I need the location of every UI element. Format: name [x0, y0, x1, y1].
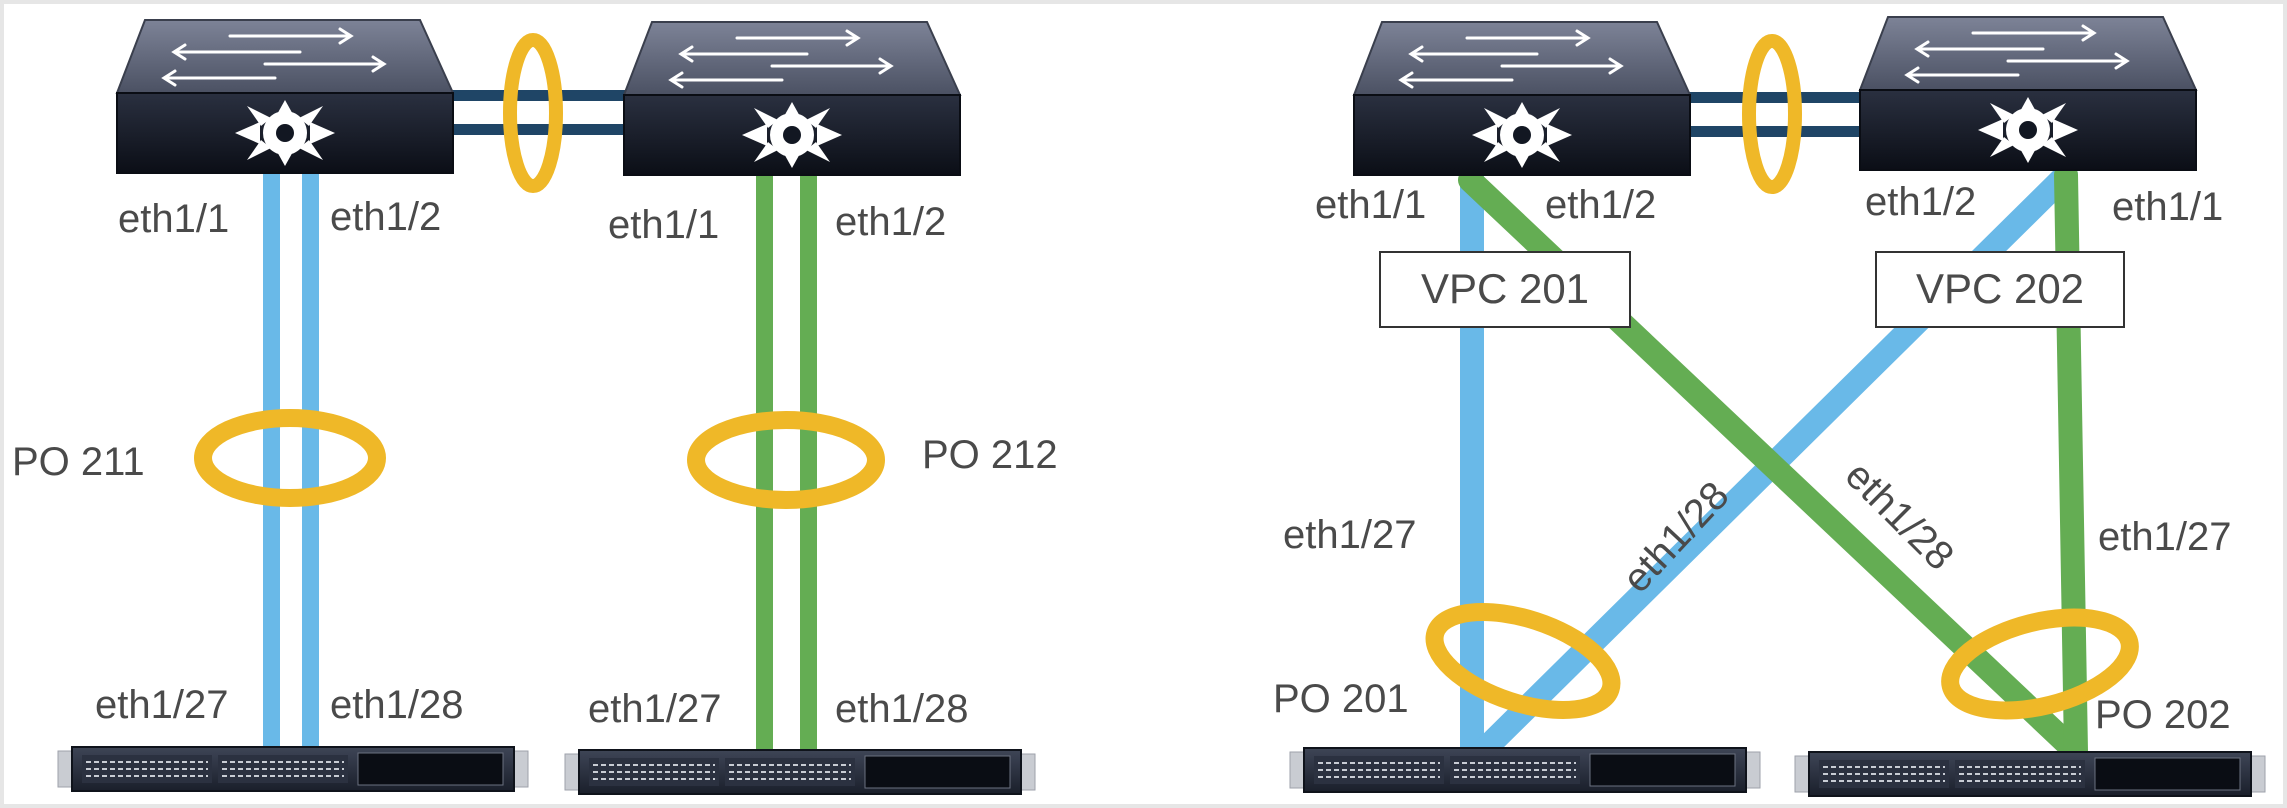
peer-link-ring-icon [503, 33, 563, 193]
port-label: eth1/2 [1865, 180, 1976, 224]
fabric-extender-icon [564, 749, 1036, 795]
port-label: eth1/27 [2098, 515, 2231, 559]
fabric-extender-icon [57, 746, 529, 792]
nexus-switch-icon [115, 18, 455, 175]
port-label: eth1/2 [1545, 183, 1656, 227]
peer-link-right [1680, 92, 1865, 137]
port-label: eth1/2 [835, 200, 946, 244]
port-label: eth1/1 [608, 203, 719, 247]
peer-link-ring-icon [1742, 34, 1802, 194]
port-label: eth1/1 [1315, 183, 1426, 227]
port-channel-label: PO 211 [12, 440, 145, 484]
port-label: eth1/28 [330, 683, 463, 727]
port-channel-label: PO 212 [922, 433, 1058, 477]
port-channel-ring-icon [1425, 602, 1621, 720]
port-label: eth1/27 [588, 687, 721, 731]
port-label: eth1/27 [1283, 513, 1416, 557]
port-label: eth1/1 [2112, 185, 2223, 229]
vpc-box-201: VPC 201 [1379, 251, 1631, 328]
port-label: eth1/1 [118, 197, 229, 241]
fabric-extender-icon [1794, 751, 2266, 797]
links-left-switch-a [263, 172, 319, 750]
nexus-switch-icon [622, 20, 962, 177]
fabric-extender-icon [1289, 747, 1761, 793]
port-channel-label: PO 201 [1273, 677, 1409, 721]
vpc-box-202: VPC 202 [1875, 251, 2125, 328]
left-diagram: eth1/1 eth1/2 eth1/1 eth1/2 PO 211 PO 21… [12, 18, 1058, 795]
peer-link-left [440, 90, 630, 135]
port-label: eth1/2 [330, 195, 441, 239]
port-label: eth1/27 [95, 683, 228, 727]
port-channel-label: PO 202 [2095, 693, 2231, 737]
links-left-switch-b [756, 172, 817, 750]
nexus-switch-icon [1352, 20, 1692, 177]
port-channel-ring-icon [194, 409, 386, 507]
nexus-switch-icon [1858, 15, 2198, 172]
port-channel-ring-icon [687, 411, 885, 509]
port-channel-ring-icon [1941, 608, 2139, 720]
vpc-label: VPC 201 [1421, 265, 1589, 312]
vpc-label: VPC 202 [1916, 265, 2084, 312]
port-label: eth1/28 [835, 687, 968, 731]
